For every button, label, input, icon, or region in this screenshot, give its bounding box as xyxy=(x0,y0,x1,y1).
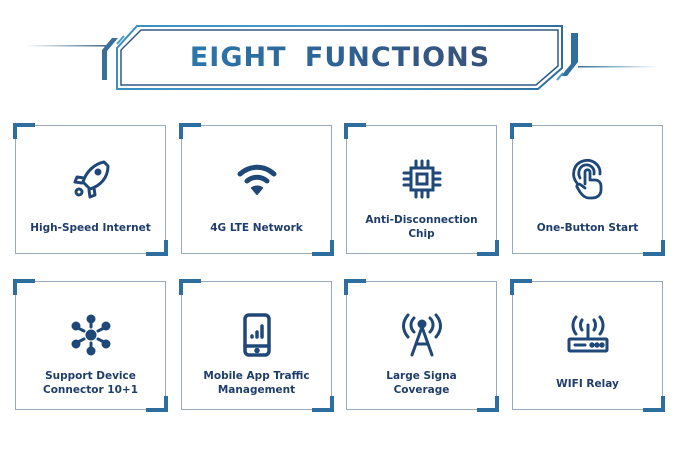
chip-icon xyxy=(399,156,445,202)
feature-label-line: Chip xyxy=(408,228,435,240)
feature-card-mobile-app-traffic: Mobile App Traffic Management xyxy=(179,279,334,412)
feature-label-line: Large Signa xyxy=(386,370,457,382)
feature-label: Anti-Disconnection Chip xyxy=(351,213,492,241)
corner-accent xyxy=(13,123,35,139)
header-banner: EIGHT FUNCTIONS xyxy=(0,0,680,110)
corner-accent xyxy=(643,396,665,412)
corner-accent xyxy=(312,396,334,412)
corner-accent xyxy=(510,279,532,295)
feature-card-high-speed-internet: High-Speed Internet xyxy=(13,123,168,256)
feature-label: Large Signa Coverage xyxy=(351,369,492,397)
feature-label-line: Support Device xyxy=(45,370,136,382)
wifi-icon xyxy=(234,156,280,202)
feature-label-line: Connector 10+1 xyxy=(43,384,138,396)
smartphone-signal-icon xyxy=(234,312,280,358)
touch-icon xyxy=(565,156,611,202)
feature-card-large-signal-coverage: Large Signa Coverage xyxy=(344,279,499,412)
corner-accent xyxy=(13,279,35,295)
rocket-icon xyxy=(68,156,114,202)
feature-label-line: Anti-Disconnection xyxy=(365,214,478,226)
router-icon xyxy=(565,312,611,358)
corner-accent xyxy=(510,123,532,139)
network-hub-icon xyxy=(68,312,114,358)
corner-accent xyxy=(344,279,366,295)
antenna-tower-icon xyxy=(399,312,445,358)
page-title: EIGHT FUNCTIONS xyxy=(130,33,550,81)
corner-accent xyxy=(344,123,366,139)
corner-accent xyxy=(179,123,201,139)
feature-label-line: Management xyxy=(217,384,296,396)
corner-accent xyxy=(477,396,499,412)
feature-card-4g-lte-network: 4G LTE Network xyxy=(179,123,334,256)
feature-card-support-device-connector: Support Device Connector 10+1 xyxy=(13,279,168,412)
feature-label: Mobile App Traffic Management xyxy=(186,369,327,397)
feature-label: 4G LTE Network xyxy=(210,222,303,234)
feature-label: WIFI Relay xyxy=(556,378,619,390)
feature-label: One-Button Start xyxy=(536,222,639,234)
corner-accent xyxy=(312,240,334,256)
feature-label-line: Mobile App Traffic xyxy=(203,370,310,382)
feature-label-line: Coverage xyxy=(393,384,450,396)
corner-accent xyxy=(179,279,201,295)
corner-accent xyxy=(643,240,665,256)
feature-label: High-Speed Internet xyxy=(30,222,151,234)
feature-card-anti-disconnection-chip: Anti-Disconnection Chip xyxy=(344,123,499,256)
corner-accent xyxy=(146,396,168,412)
feature-card-one-button-start: One-Button Start xyxy=(510,123,665,256)
feature-label: Support Device Connector 10+1 xyxy=(20,369,161,397)
corner-accent xyxy=(146,240,168,256)
corner-accent xyxy=(477,240,499,256)
banner-frame xyxy=(25,25,658,90)
feature-card-wifi-relay: WIFI Relay xyxy=(510,279,665,412)
